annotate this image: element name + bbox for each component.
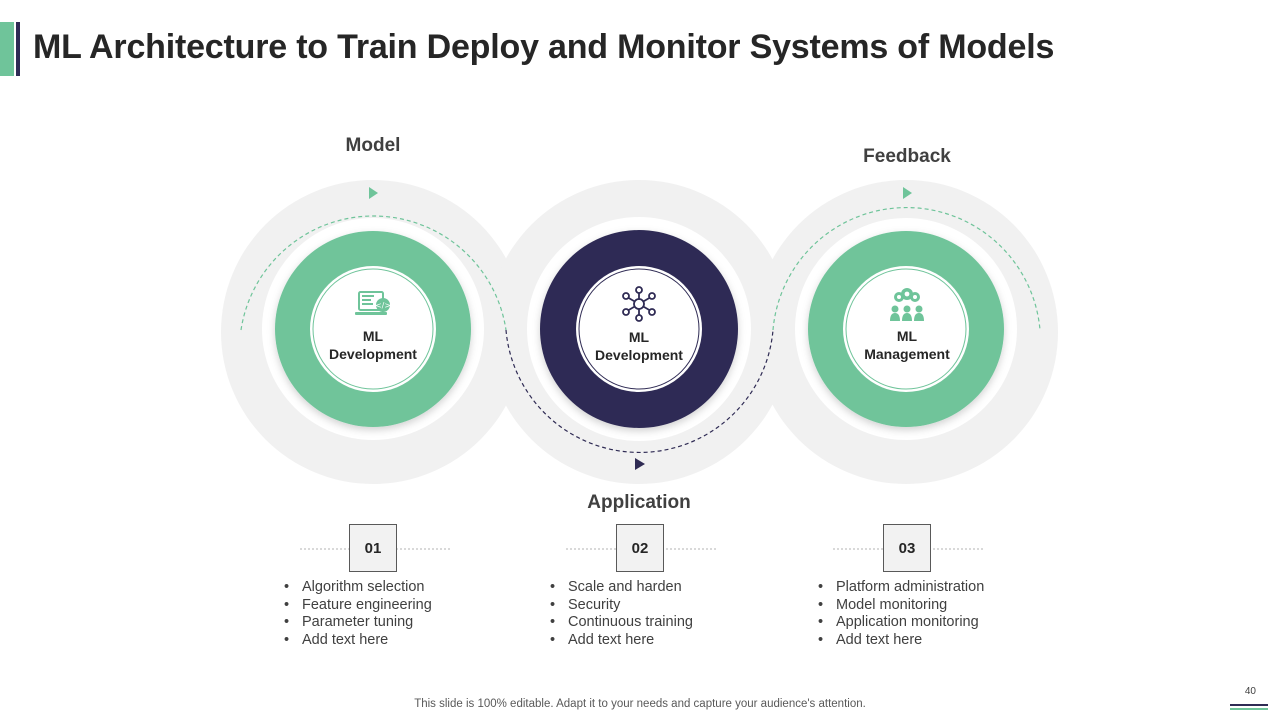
network-hub-icon xyxy=(622,286,656,322)
stage-label-application: Application xyxy=(587,492,691,513)
bullet-list-application: Scale and harden Security Continuous tra… xyxy=(550,579,693,649)
list-item: Scale and harden xyxy=(550,579,693,597)
bullet-list-feedback: Platform administration Model monitoring… xyxy=(818,579,984,649)
arc-application xyxy=(505,329,774,454)
center-text-model: ML Development xyxy=(313,327,433,363)
arc-model xyxy=(240,215,507,331)
center-text-line-1: ML xyxy=(362,328,384,344)
inner-disc-application xyxy=(576,266,702,392)
page-line-navy xyxy=(1230,704,1268,706)
arrow-head-model xyxy=(369,187,378,199)
list-item: Add text here xyxy=(818,632,984,650)
slide-title: ML Architecture to Train Deploy and Moni… xyxy=(33,28,1055,66)
center-text-line-2: Management xyxy=(864,346,950,362)
list-item: Add text here xyxy=(284,632,432,650)
center-text-line-1: ML xyxy=(896,328,918,344)
inner-outline-feedback xyxy=(845,268,967,390)
inner-disc-feedback xyxy=(843,266,969,392)
list-item: Platform administration xyxy=(818,579,984,597)
center-text-feedback: ML Management xyxy=(847,327,967,363)
inner-disc-model xyxy=(310,266,436,392)
title-accent-bar-green xyxy=(0,22,14,76)
list-item: Parameter tuning xyxy=(284,614,432,632)
list-item: Algorithm selection xyxy=(284,579,432,597)
svg-text:</>: </> xyxy=(375,301,391,310)
list-item: Model monitoring xyxy=(818,597,984,615)
center-text-line-2: Development xyxy=(595,347,683,363)
inner-outline-model xyxy=(312,268,434,390)
step-number-03: 03 xyxy=(883,524,931,572)
bullet-list-model: Algorithm selection Feature engineering … xyxy=(284,579,432,649)
inner-outline-application xyxy=(578,268,700,390)
page-line-green xyxy=(1230,708,1268,710)
list-item: Security xyxy=(550,597,693,615)
title-accent-bar-navy xyxy=(16,22,20,76)
page-number: 40 xyxy=(1244,686,1256,697)
arc-feedback xyxy=(772,206,1041,331)
list-item: Application monitoring xyxy=(818,614,984,632)
list-item: Add text here xyxy=(550,632,693,650)
stage-label-feedback: Feedback xyxy=(863,146,951,167)
arrow-head-application xyxy=(635,458,645,470)
stage-label-model: Model xyxy=(345,135,401,156)
step-number-01: 01 xyxy=(349,524,397,572)
arrow-head-feedback xyxy=(903,187,912,199)
footer-note: This slide is 100% editable. Adapt it to… xyxy=(414,698,866,710)
step-number-02: 02 xyxy=(616,524,664,572)
team-gears-icon xyxy=(890,288,924,321)
center-text-application: ML Development xyxy=(579,328,699,364)
list-item: Feature engineering xyxy=(284,597,432,615)
center-text-line-1: ML xyxy=(628,329,650,345)
list-item: Continuous training xyxy=(550,614,693,632)
center-text-line-2: Development xyxy=(329,346,417,362)
laptop-code-icon: </> xyxy=(355,291,391,315)
